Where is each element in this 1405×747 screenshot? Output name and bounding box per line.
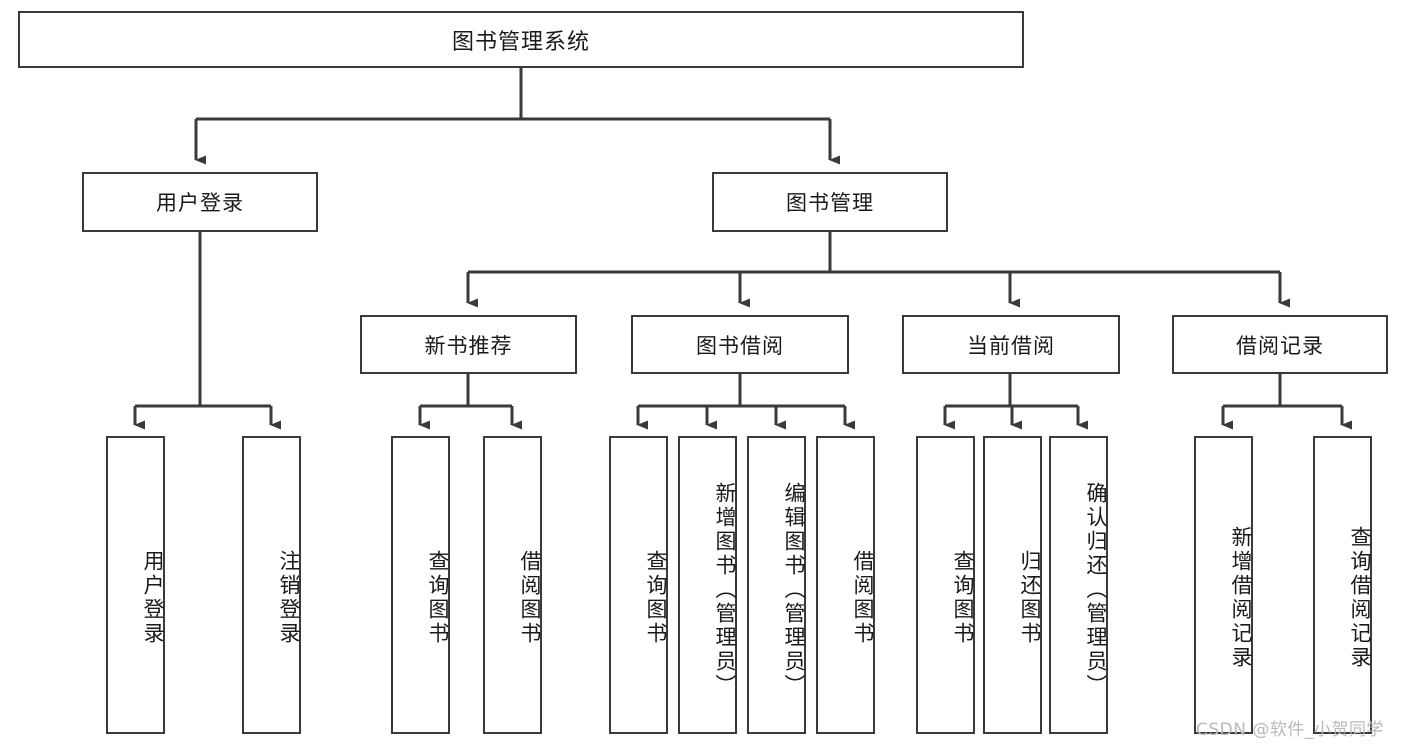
node-root-system[interactable]: 图书管理系统 [18,11,1024,68]
node-label: 归还图书 [1018,550,1042,646]
leaf-borrow-borrow-book[interactable]: 借阅图书 [816,436,875,734]
node-label: 新增图书（管理员） [713,482,737,698]
leaf-borrow-add-book-admin[interactable]: 新增图书（管理员） [678,436,737,734]
leaf-recommend-borrow-book[interactable]: 借阅图书 [483,436,542,734]
node-label: 图书借阅 [696,333,784,358]
node-label: 新增借阅记录 [1229,526,1253,670]
leaf-record-query-record[interactable]: 查询借阅记录 [1313,436,1372,734]
leaf-record-add-record[interactable]: 新增借阅记录 [1194,436,1253,734]
node-label: 新书推荐 [424,333,513,358]
node-user-login[interactable]: 用户登录 [82,172,318,232]
node-label: 当前借阅 [967,333,1055,358]
leaf-user-login-logout[interactable]: 注销登录 [242,436,301,734]
node-book-management[interactable]: 图书管理 [712,172,948,232]
node-label: 查询图书 [951,550,975,646]
node-label: 确认归还（管理员） [1084,482,1108,698]
leaf-recommend-query-book[interactable]: 查询图书 [391,436,450,734]
node-label: 编辑图书（管理员） [782,482,806,698]
node-label: 用户登录 [141,550,165,646]
node-label: 图书管理 [786,191,874,215]
node-label: 注销登录 [277,550,301,646]
node-label: 图书管理系统 [451,29,590,55]
node-borrow-record[interactable]: 借阅记录 [1172,315,1388,374]
leaf-borrow-edit-book-admin[interactable]: 编辑图书（管理员） [747,436,806,734]
node-current-borrow[interactable]: 当前借阅 [902,315,1120,374]
node-new-book-recommend[interactable]: 新书推荐 [360,315,577,374]
leaf-borrow-query-book[interactable]: 查询图书 [609,436,668,734]
csdn-watermark: CSDN @软件_小贺同学 [1196,720,1384,740]
node-label: 借阅记录 [1236,333,1324,358]
leaf-current-query-book[interactable]: 查询图书 [916,436,975,734]
leaf-current-return-book[interactable]: 归还图书 [983,436,1042,734]
node-label: 查询图书 [644,550,668,646]
node-label: 查询借阅记录 [1348,526,1372,670]
node-book-borrow[interactable]: 图书借阅 [631,315,849,374]
node-label: 查询图书 [426,550,450,646]
node-label: 用户登录 [156,191,244,215]
node-label: 借阅图书 [518,550,542,646]
leaf-user-login-login[interactable]: 用户登录 [106,436,165,734]
leaf-current-confirm-return-admin[interactable]: 确认归还（管理员） [1049,436,1108,734]
node-label: 借阅图书 [851,550,875,646]
